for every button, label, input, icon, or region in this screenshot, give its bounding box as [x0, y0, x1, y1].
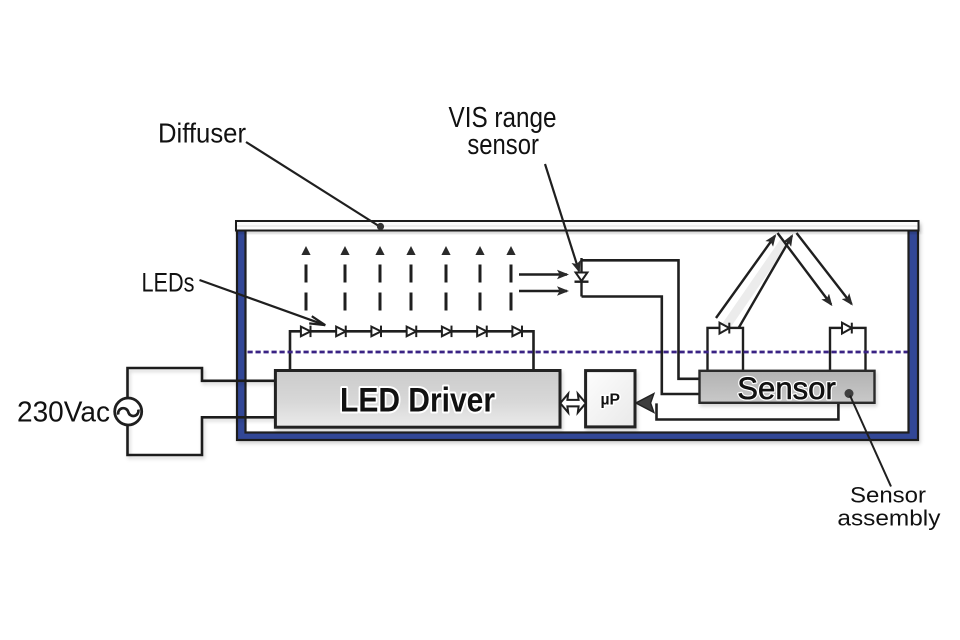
svg-text:Diffuser: Diffuser [158, 117, 246, 148]
svg-text:VIS range: VIS range [449, 102, 557, 134]
svg-text:sensor: sensor [467, 129, 539, 161]
svg-text:LEDs: LEDs [142, 268, 195, 298]
svg-text:Sensor: Sensor [850, 482, 926, 507]
svg-text:assembly: assembly [837, 506, 940, 531]
svg-text:LED Driver: LED Driver [340, 382, 495, 420]
svg-text:Sensor: Sensor [737, 370, 836, 406]
svg-text:230Vac: 230Vac [17, 397, 110, 429]
svg-text:Sensor: Sensor [737, 370, 836, 406]
svg-text:µP: µP [601, 392, 621, 409]
